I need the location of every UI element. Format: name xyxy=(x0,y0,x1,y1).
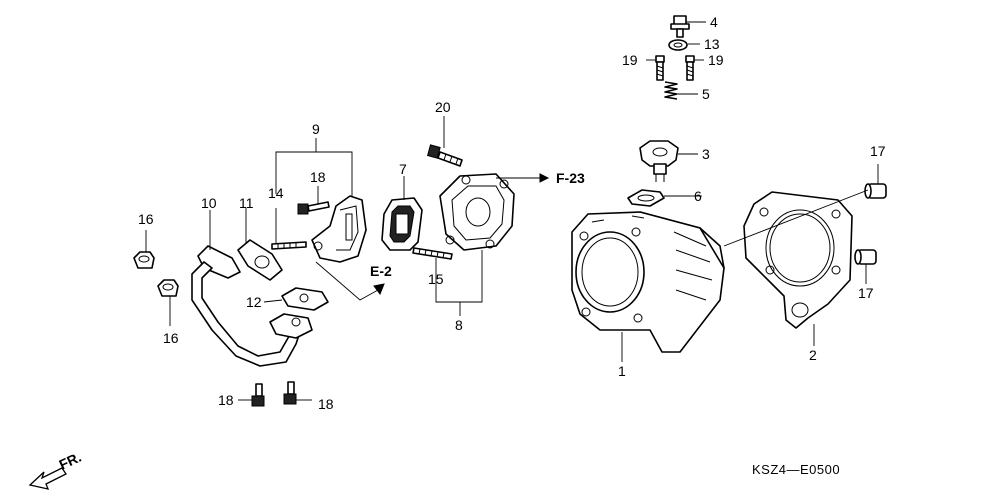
part-11-gasket xyxy=(237,239,283,281)
part-18-bolt-lower-right xyxy=(283,381,297,405)
diagram-code: KSZ4—E0500 xyxy=(752,462,840,477)
part-17-dowel-upper xyxy=(864,183,887,199)
part-4-bolt xyxy=(670,15,690,38)
callout-11: 11 xyxy=(239,195,254,211)
part-20-bolt xyxy=(427,144,463,167)
callout-16-lower: 16 xyxy=(163,330,179,346)
part-5-spring xyxy=(664,81,678,100)
part-17-dowel-lower xyxy=(854,249,877,265)
callout-5: 5 xyxy=(702,86,710,102)
callout-1: 1 xyxy=(618,363,626,379)
part-6-gasket xyxy=(627,189,665,207)
callout-6: 6 xyxy=(694,188,702,204)
part-12-gasket xyxy=(281,287,329,311)
part-19-stud-left xyxy=(655,55,665,81)
part-3-tensioner-lifter xyxy=(639,140,679,182)
front-arrow-icon: FR. xyxy=(28,449,84,490)
part-18-bolt-upper xyxy=(297,201,330,215)
front-direction-label: FR. xyxy=(57,449,84,473)
part-19-stud-right xyxy=(685,55,695,81)
callout-labels: 4 13 19 19 5 3 6 1 2 17 17 20 7 15 8 9 1… xyxy=(138,14,886,412)
part-15-stud xyxy=(412,247,453,260)
callout-3: 3 xyxy=(702,146,710,162)
part-14-stud xyxy=(271,241,307,250)
callout-9: 9 xyxy=(312,121,320,137)
part-16-nut-upper xyxy=(133,251,155,269)
callout-13: 13 xyxy=(704,36,720,52)
callout-15: 15 xyxy=(428,271,444,287)
callout-18-lower-left: 18 xyxy=(218,392,234,408)
part-13-washer xyxy=(668,39,688,51)
part-2-base-gasket xyxy=(743,191,853,329)
leader-lines xyxy=(145,21,879,401)
callout-19-left: 19 xyxy=(622,52,638,68)
part-7-reed-insert xyxy=(381,197,423,251)
callout-20: 20 xyxy=(435,99,451,115)
ref-f23: F-23 xyxy=(556,170,585,186)
callout-16-upper: 16 xyxy=(138,211,154,227)
callout-2: 2 xyxy=(809,347,817,363)
callout-7: 7 xyxy=(399,161,407,177)
callout-17-lower: 17 xyxy=(858,285,874,301)
part-16-nut-lower xyxy=(157,279,179,297)
callout-8: 8 xyxy=(455,317,463,333)
part-18-bolt-lower-left xyxy=(251,383,265,407)
callout-17-upper: 17 xyxy=(870,143,886,159)
callout-19-right: 19 xyxy=(708,52,724,68)
part-9-reed-assembly xyxy=(311,195,367,263)
ref-e2: E-2 xyxy=(370,263,392,279)
callout-18-lower-right: 18 xyxy=(318,396,334,412)
callout-10: 10 xyxy=(201,195,217,211)
callout-14: 14 xyxy=(268,185,284,201)
callout-12: 12 xyxy=(246,294,262,310)
part-8-reed-cover xyxy=(439,173,515,251)
callout-18-upper: 18 xyxy=(310,169,326,185)
callout-4: 4 xyxy=(710,14,718,30)
part-1-cylinder xyxy=(571,211,725,353)
part-10-tube xyxy=(191,245,313,367)
